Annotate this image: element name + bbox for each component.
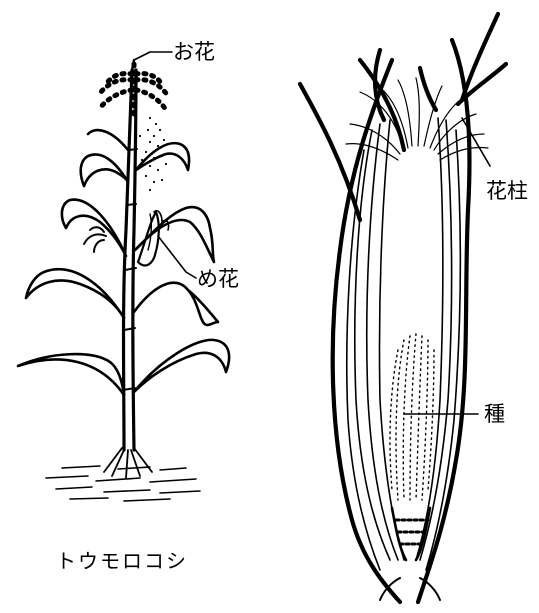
male-flower-leader bbox=[134, 52, 172, 60]
label-female-flower: め花 bbox=[197, 267, 239, 291]
female-flower-leader bbox=[158, 236, 196, 278]
stalk bbox=[123, 70, 137, 450]
label-seed: 種 bbox=[484, 402, 505, 426]
roots bbox=[104, 448, 152, 478]
style-leader bbox=[462, 118, 490, 166]
seed-column bbox=[390, 334, 434, 500]
lower-ear bbox=[84, 227, 106, 252]
ground-lines bbox=[46, 466, 200, 501]
corn-ear bbox=[138, 211, 169, 266]
tassel bbox=[98, 60, 168, 191]
ear-cross-section bbox=[300, 14, 506, 602]
cob-base bbox=[392, 508, 430, 560]
label-male-flower: お花 bbox=[173, 40, 215, 64]
husk-lines bbox=[347, 118, 460, 570]
caption-corn: トウモロコシ bbox=[56, 549, 188, 573]
husk-outline bbox=[300, 14, 506, 602]
label-style: 花柱 bbox=[486, 179, 528, 203]
